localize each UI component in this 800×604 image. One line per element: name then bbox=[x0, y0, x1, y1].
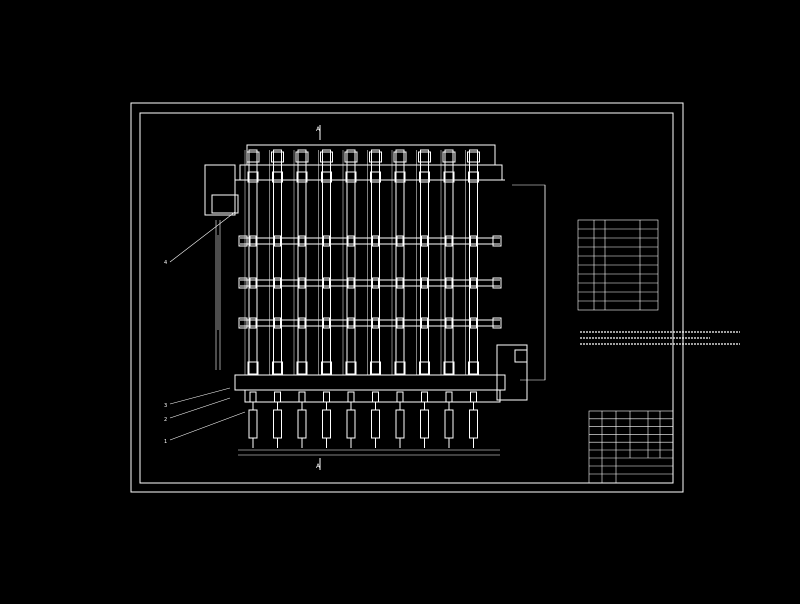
plate-column bbox=[342, 149, 358, 376]
end-plate-block bbox=[238, 317, 248, 329]
outer-frame bbox=[130, 102, 684, 493]
technical-characteristics-table bbox=[577, 219, 659, 311]
valve-unit bbox=[248, 391, 258, 448]
plate-column bbox=[416, 149, 431, 376]
end-plate-block bbox=[238, 277, 248, 289]
balloon-2: 2 bbox=[164, 417, 167, 423]
balloon-4: 4 bbox=[164, 260, 167, 266]
plate-column bbox=[367, 149, 382, 376]
valve-unit bbox=[420, 391, 429, 448]
plate-column bbox=[391, 149, 407, 376]
plate-column bbox=[318, 149, 333, 376]
plate-columns bbox=[238, 149, 502, 376]
valve-unit bbox=[371, 391, 380, 448]
plate-column bbox=[269, 149, 284, 376]
section-mark-top: A bbox=[316, 126, 321, 133]
section-mark-bottom: A bbox=[316, 463, 321, 470]
plate-column bbox=[465, 149, 480, 376]
drive-motor bbox=[204, 164, 236, 216]
valve-unit bbox=[346, 391, 356, 448]
plate-column bbox=[244, 149, 260, 376]
balloon-3: 3 bbox=[164, 403, 167, 409]
valve-unit bbox=[297, 391, 307, 448]
valve-unit bbox=[444, 391, 454, 448]
end-plate-block bbox=[492, 235, 502, 247]
end-plate-block bbox=[492, 317, 502, 329]
valve-unit bbox=[322, 391, 331, 448]
technical-notes bbox=[580, 331, 740, 345]
plate-column bbox=[440, 149, 456, 376]
lower-valve-units bbox=[248, 391, 478, 448]
title-block bbox=[588, 410, 674, 484]
end-plate-block bbox=[492, 277, 502, 289]
valve-unit bbox=[273, 391, 282, 448]
side-cylinder bbox=[496, 344, 528, 401]
plate-column bbox=[293, 149, 309, 376]
filter-press-assembly bbox=[169, 125, 546, 470]
balloon-1: 1 bbox=[164, 439, 167, 445]
end-plate-block bbox=[238, 235, 248, 247]
valve-unit bbox=[469, 391, 478, 448]
valve-unit bbox=[395, 391, 405, 448]
inner-frame bbox=[139, 112, 674, 484]
